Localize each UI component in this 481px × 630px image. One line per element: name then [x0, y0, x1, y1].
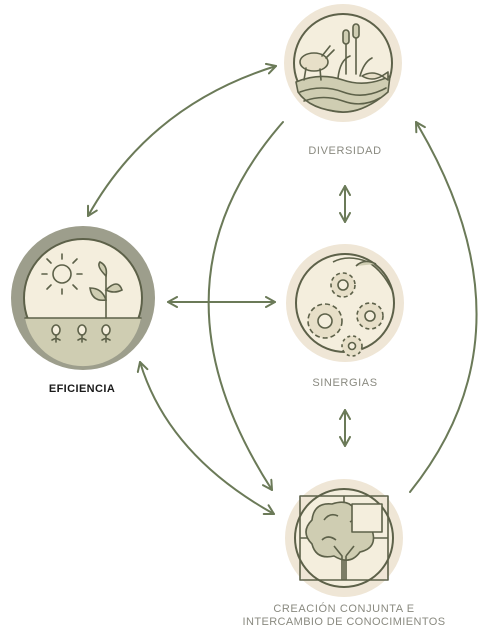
- arrow-efficiency-diversity: [87, 62, 277, 217]
- cocreation-label-line2: INTERCAMBIO DE CONOCIMIENTOS: [243, 616, 446, 628]
- node-efficiency: [11, 226, 155, 370]
- node-diversity: [284, 4, 402, 122]
- diversity-label: DIVERSIDAD: [308, 145, 381, 157]
- efficiency-label: EFICIENCIA: [49, 383, 115, 395]
- node-cocreation: [285, 479, 403, 597]
- connectors: [87, 62, 478, 515]
- arrow-diversity-cocreation: [207, 121, 284, 491]
- node-synergies: [286, 244, 404, 362]
- cocreation-label-line1: CREACIÓN CONJUNTA E: [273, 602, 414, 615]
- arrow-cocreation-diversity: [409, 121, 478, 493]
- sun-plants-icon: [24, 253, 142, 367]
- tree-window-icon: [299, 495, 389, 581]
- gears-icon: [307, 257, 393, 357]
- synergies-label: SINERGIAS: [312, 377, 377, 389]
- diversity-icon: [295, 23, 391, 113]
- arrow-efficiency-cocreation: [136, 361, 275, 515]
